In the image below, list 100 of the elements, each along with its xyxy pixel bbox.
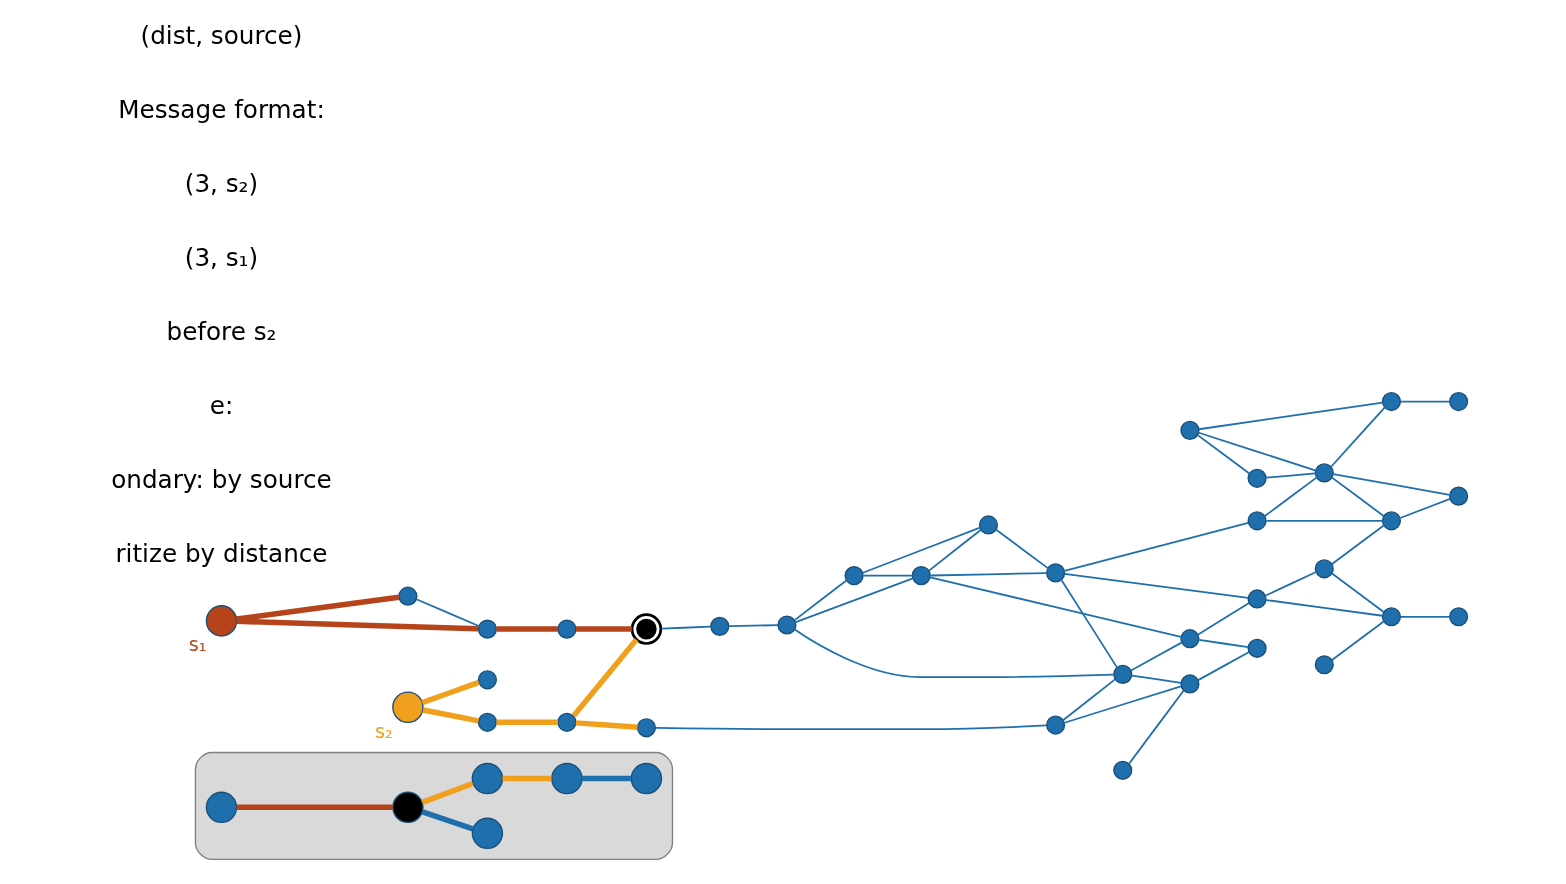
node-circle bbox=[391, 691, 424, 723]
cluster bbox=[194, 751, 673, 861]
label: e: bbox=[209, 391, 233, 421]
connector bbox=[1060, 579, 1118, 668]
node-circle bbox=[1045, 563, 1065, 583]
label: ondary: by source bbox=[110, 465, 332, 495]
node-circle bbox=[1381, 511, 1401, 531]
connector bbox=[1398, 498, 1451, 519]
node-circle bbox=[550, 762, 583, 795]
connector bbox=[1264, 472, 1316, 479]
node-circle bbox=[1247, 638, 1267, 658]
node-circle bbox=[911, 566, 931, 586]
connector bbox=[1330, 476, 1385, 517]
connector bbox=[794, 577, 913, 624]
node-circle bbox=[709, 616, 729, 636]
node-circle bbox=[1314, 463, 1334, 483]
connector bbox=[581, 775, 631, 782]
connector bbox=[1330, 572, 1385, 613]
connector bbox=[793, 579, 847, 621]
connector bbox=[1331, 473, 1450, 496]
node-circle bbox=[205, 605, 237, 637]
connector bbox=[1129, 641, 1182, 672]
connector bbox=[575, 720, 638, 730]
connector bbox=[1196, 651, 1250, 681]
label: (dist, source) bbox=[140, 21, 302, 51]
label: Message format: bbox=[117, 95, 325, 125]
connector bbox=[1127, 689, 1185, 765]
connector bbox=[1264, 599, 1383, 617]
node-circle bbox=[1314, 655, 1334, 675]
connector bbox=[1063, 521, 1249, 572]
connector bbox=[1197, 431, 1316, 472]
connector bbox=[421, 809, 474, 832]
node-circle bbox=[630, 613, 662, 645]
connector bbox=[929, 572, 1047, 577]
connector bbox=[1264, 519, 1383, 522]
node-circle bbox=[844, 566, 864, 586]
connector bbox=[1399, 400, 1451, 403]
node-circle bbox=[1448, 486, 1468, 506]
node-circle bbox=[1179, 674, 1200, 694]
connector bbox=[861, 574, 913, 577]
connector bbox=[861, 527, 980, 574]
connector bbox=[1196, 602, 1250, 636]
connector bbox=[1197, 401, 1383, 431]
node-circle bbox=[978, 515, 998, 535]
node-circle bbox=[1314, 559, 1334, 579]
connector bbox=[654, 724, 1047, 731]
connector bbox=[1329, 406, 1385, 468]
connector bbox=[495, 626, 558, 632]
connector bbox=[1130, 674, 1182, 684]
label: before s₂ bbox=[166, 317, 276, 347]
node-circle bbox=[397, 586, 417, 606]
node-circle bbox=[636, 718, 656, 738]
node-circle bbox=[1448, 607, 1468, 627]
connector bbox=[1063, 573, 1249, 599]
connector bbox=[571, 637, 638, 718]
connector bbox=[420, 679, 480, 706]
connector bbox=[994, 528, 1049, 570]
connector bbox=[1263, 476, 1317, 517]
label: (3, s₂) bbox=[184, 169, 258, 199]
node-circle bbox=[1112, 664, 1132, 684]
node-label: s₁ bbox=[188, 633, 206, 657]
connector bbox=[420, 780, 474, 805]
node-circle bbox=[471, 762, 503, 795]
connector bbox=[727, 624, 779, 628]
node-circle bbox=[1112, 760, 1132, 780]
label: ritize by distance bbox=[114, 539, 327, 569]
connector bbox=[1399, 615, 1451, 618]
node-circle bbox=[477, 619, 497, 639]
node-circle bbox=[1179, 629, 1200, 649]
connector bbox=[421, 707, 479, 724]
node-label: s₂ bbox=[374, 719, 393, 743]
node-circle bbox=[1045, 715, 1065, 735]
connector bbox=[1197, 639, 1249, 649]
node-circle bbox=[1448, 391, 1468, 412]
node-circle bbox=[391, 791, 424, 824]
node-circle bbox=[1179, 420, 1200, 440]
node-circle bbox=[1247, 589, 1267, 609]
node-circle bbox=[1381, 607, 1401, 627]
connector bbox=[1330, 620, 1385, 661]
node-circle bbox=[1381, 391, 1401, 412]
node-circle bbox=[205, 791, 237, 824]
connector bbox=[235, 594, 399, 622]
node-circle bbox=[1247, 468, 1267, 488]
connector bbox=[575, 626, 632, 632]
connector bbox=[660, 625, 711, 630]
node-circle bbox=[477, 712, 497, 732]
connector bbox=[236, 804, 393, 811]
connector bbox=[928, 576, 1182, 638]
connector bbox=[236, 618, 478, 632]
node-circle bbox=[1247, 511, 1267, 531]
connector bbox=[1196, 434, 1250, 475]
connector bbox=[1062, 678, 1116, 721]
node-circle bbox=[776, 615, 797, 635]
connector bbox=[1063, 685, 1182, 724]
connector bbox=[495, 719, 558, 726]
node-circle bbox=[477, 670, 497, 690]
connector bbox=[927, 529, 982, 572]
connector bbox=[1264, 571, 1316, 597]
label: (3, s₁) bbox=[184, 243, 258, 273]
node-circle bbox=[630, 762, 662, 795]
